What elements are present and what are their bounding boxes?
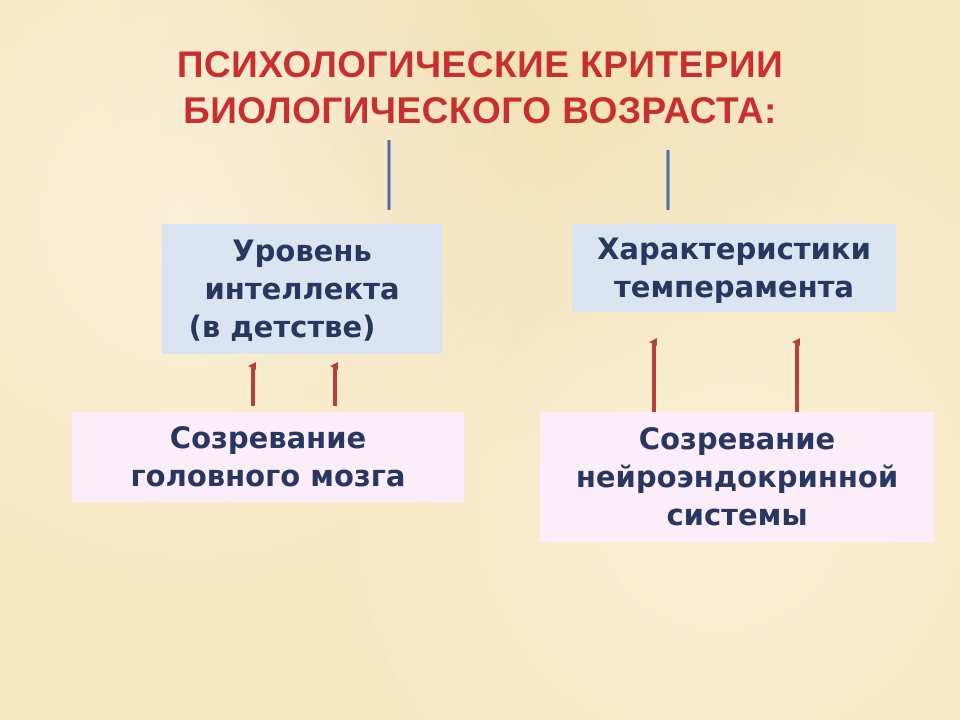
- title-line-2: БИОЛОГИЧЕСКОГО ВОЗРАСТА:: [183, 90, 777, 131]
- temperament-line-1: Характеристики: [597, 232, 871, 266]
- title-line-1: ПСИХОЛОГИЧЕСКИЕ КРИТЕРИИ: [176, 44, 784, 85]
- intellect-line-2: интеллекта: [204, 272, 400, 306]
- slide-title: ПСИХОЛОГИЧЕСКИЕ КРИТЕРИИ БИОЛОГИЧЕСКОГО …: [0, 42, 960, 134]
- brain-line-1: Созревание: [169, 421, 367, 455]
- intellect-line-3: (в детстве): [188, 310, 376, 344]
- temperament-line-2: темперамента: [613, 270, 854, 304]
- intellect-box: Уровень интеллекта (в детстве): [162, 224, 442, 354]
- brain-maturation-box: Созревание головного мозга: [72, 412, 464, 502]
- temperament-box: Характеристики темперамента: [572, 224, 896, 312]
- neuro-line-3: системы: [666, 498, 808, 532]
- neuro-line-2: нейроэндокринной: [575, 460, 899, 494]
- intellect-line-1: Уровень: [232, 234, 372, 268]
- brain-line-2: головного мозга: [130, 459, 406, 493]
- neuroendocrine-maturation-box: Созревание нейроэндокринной системы: [540, 412, 934, 542]
- neuro-line-1: Созревание: [638, 422, 836, 456]
